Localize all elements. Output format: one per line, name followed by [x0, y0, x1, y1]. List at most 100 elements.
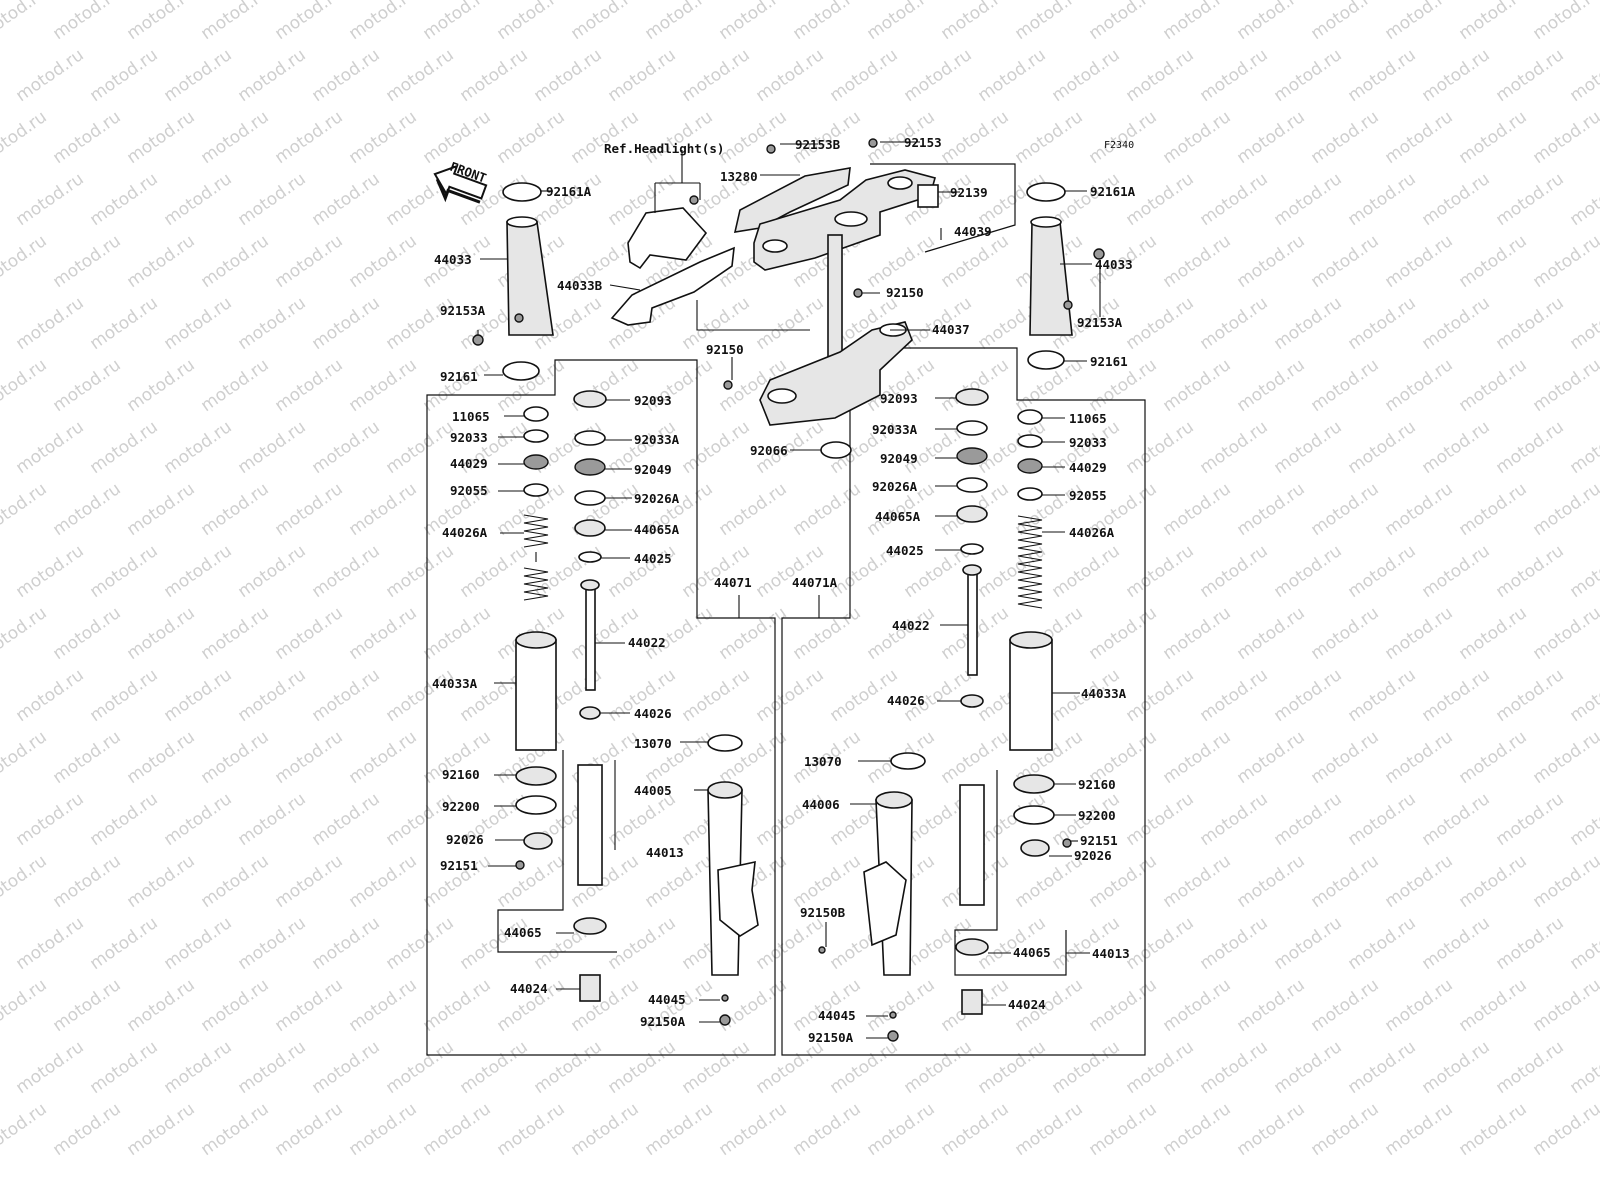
part-labels: F2340 FRONT Ref.Headlight(s) 92153B 9215…: [432, 135, 1136, 1045]
label-92150B: 92150B: [800, 905, 846, 920]
ref-headlight-note: Ref.Headlight(s): [604, 141, 724, 156]
label-92026A-right: 92026A: [872, 479, 918, 494]
label-44033-left: 44033: [434, 252, 472, 267]
label-11065-right: 11065: [1069, 411, 1107, 426]
label-92160-right: 92160: [1078, 777, 1116, 792]
cover-44033B: [610, 246, 735, 326]
label-44037: 44037: [932, 322, 970, 337]
label-44065-right: 44065: [1013, 945, 1051, 960]
label-92161-right: 92161: [1090, 354, 1128, 369]
label-44022-right: 44022: [892, 618, 930, 633]
label-92066: 92066: [750, 443, 788, 458]
label-92150-top: 92150: [886, 285, 924, 300]
label-92153: 92153: [904, 135, 942, 150]
screw-left-cover: [472, 334, 484, 346]
damper-rod-right: [967, 569, 978, 676]
label-11065-left: 11065: [452, 409, 490, 424]
label-92049-right: 92049: [880, 451, 918, 466]
screw-right-cover: [1093, 248, 1105, 260]
spring-right: [1017, 515, 1043, 609]
label-92026-left: 92026: [446, 832, 484, 847]
front-arrow-icon: [433, 164, 488, 204]
label-44045-right: 44045: [818, 1008, 856, 1023]
tube-44033A-left: [515, 639, 557, 751]
label-44029-left: 44029: [450, 456, 488, 471]
label-44013-left: 44013: [646, 845, 684, 860]
label-92055-left: 92055: [450, 483, 488, 498]
seal-92066: [820, 441, 852, 459]
label-92026A-left: 92026A: [634, 491, 680, 506]
label-92026-right: 92026: [1074, 848, 1112, 863]
spring-lower-left: [523, 567, 549, 601]
label-44039: 44039: [954, 224, 992, 239]
label-44065A-left: 44065A: [634, 522, 680, 537]
label-44045-left: 44045: [648, 992, 686, 1007]
label-44029-right: 44029: [1069, 460, 1107, 475]
label-92093-right: 92093: [880, 391, 918, 406]
label-44026-left: 44026: [634, 706, 672, 721]
label-92049-left: 92049: [634, 462, 672, 477]
label-92151-right: 92151: [1080, 833, 1118, 848]
label-92093-left: 92093: [634, 393, 672, 408]
label-44024-left: 44024: [510, 981, 548, 996]
label-92153A-right: 92153A: [1077, 315, 1123, 330]
cap-ring-left: [502, 182, 542, 202]
fork-cover-right: [1029, 221, 1073, 336]
lower-bracket: [759, 321, 913, 426]
label-92161A-left: 92161A: [546, 184, 592, 199]
fork-cover-left: [506, 221, 554, 336]
bushing-92139: [917, 184, 939, 208]
label-13070-right: 13070: [804, 754, 842, 769]
label-92151-left: 92151: [440, 858, 478, 873]
headlight-bracket: [627, 207, 708, 270]
label-44033A-right: 44033A: [1081, 686, 1127, 701]
label-92033A-right: 92033A: [872, 422, 918, 437]
label-92150-mid: 92150: [706, 342, 744, 357]
label-92153A-left: 92153A: [440, 303, 486, 318]
label-44065A-right: 44065A: [875, 509, 921, 524]
label-44026A-left: 44026A: [442, 525, 488, 540]
label-44006: 44006: [802, 797, 840, 812]
label-92200-right: 92200: [1078, 808, 1116, 823]
label-92033-right: 92033: [1069, 435, 1107, 450]
label-92160-left: 92160: [442, 767, 480, 782]
piece-44024-left: [579, 974, 601, 1002]
inner-tube-44013-right: [959, 784, 985, 906]
label-44026-right: 44026: [887, 693, 925, 708]
group-frames: [426, 163, 1146, 1056]
ring-92161-right: [1027, 350, 1065, 370]
label-44025-left: 44025: [634, 551, 672, 566]
top-assembly: [433, 138, 1105, 459]
label-44065-left: 44065: [504, 925, 542, 940]
label-44022-left: 44022: [628, 635, 666, 650]
figure-code: F2340: [1104, 140, 1134, 151]
ring-92161-left: [502, 361, 540, 381]
label-44033-right: 44033: [1095, 257, 1133, 272]
label-92150A-left: 92150A: [640, 1014, 686, 1029]
leader-lines: [477, 141, 1101, 1039]
label-44025-right: 44025: [886, 543, 924, 558]
label-92033-left: 92033: [450, 430, 488, 445]
label-44033B: 44033B: [557, 278, 603, 293]
label-92153B: 92153B: [795, 137, 841, 152]
label-92055-right: 92055: [1069, 488, 1107, 503]
label-92139: 92139: [950, 185, 988, 200]
label-92161A-right: 92161A: [1090, 184, 1136, 199]
cap-ring-right: [1026, 182, 1066, 202]
spring-upper-left: [523, 514, 549, 548]
label-44026A-right: 44026A: [1069, 525, 1115, 540]
tube-44033A-right: [1009, 639, 1053, 751]
label-92200-left: 92200: [442, 799, 480, 814]
right-fork-parts: [818, 388, 1072, 1042]
label-92150A-right: 92150A: [808, 1030, 854, 1045]
label-44013-right: 44013: [1092, 946, 1130, 961]
left-fork-parts: [515, 390, 759, 1026]
label-13070-left: 13070: [634, 736, 672, 751]
label-92033A-left: 92033A: [634, 432, 680, 447]
damper-rod-left: [585, 584, 596, 691]
label-44024-right: 44024: [1008, 997, 1046, 1012]
inner-tube-44013-left: [577, 764, 603, 886]
label-44071: 44071: [714, 575, 752, 590]
